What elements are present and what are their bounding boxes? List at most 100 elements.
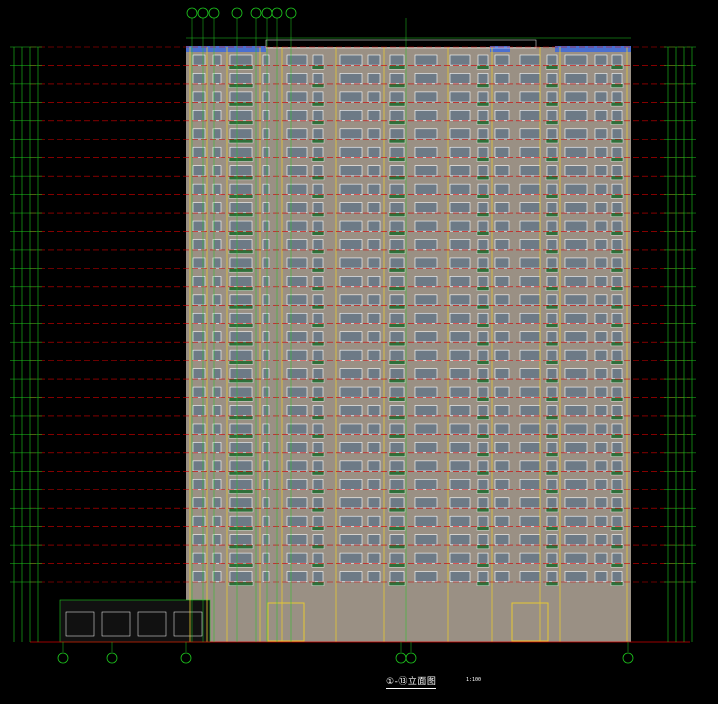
window xyxy=(611,128,623,140)
window xyxy=(262,183,270,195)
window xyxy=(519,405,541,416)
window xyxy=(546,515,558,527)
balcony-rail xyxy=(476,563,490,568)
window xyxy=(611,73,623,84)
window xyxy=(564,368,588,380)
window xyxy=(477,368,489,380)
window xyxy=(212,312,222,324)
balcony-rail xyxy=(388,194,406,199)
window xyxy=(212,460,222,472)
window xyxy=(611,239,623,250)
window xyxy=(564,276,588,287)
window xyxy=(564,312,588,324)
window xyxy=(286,479,308,490)
entrance-left xyxy=(267,602,305,642)
window xyxy=(262,202,270,214)
balcony-rail xyxy=(228,581,254,586)
balcony-rail xyxy=(311,563,325,568)
window xyxy=(389,349,405,361)
window xyxy=(192,220,206,232)
window xyxy=(546,386,558,398)
balcony-rail xyxy=(610,194,624,199)
window xyxy=(367,386,381,398)
window xyxy=(339,460,363,472)
window xyxy=(546,534,558,546)
balcony-rail xyxy=(610,360,624,365)
balcony-rail xyxy=(610,489,624,494)
balcony-rail xyxy=(610,101,624,107)
balcony-rail xyxy=(545,397,559,402)
window xyxy=(564,515,588,527)
window xyxy=(312,442,324,453)
window xyxy=(286,202,308,214)
window xyxy=(192,165,206,177)
roof-parapet-right xyxy=(555,46,631,52)
window xyxy=(212,54,222,66)
window xyxy=(339,146,363,158)
window xyxy=(312,110,324,121)
window xyxy=(229,91,253,103)
balcony-rail xyxy=(228,470,254,476)
window xyxy=(564,257,588,269)
axis-bubble-bottom xyxy=(405,652,417,664)
window xyxy=(611,276,623,287)
balcony-rail xyxy=(545,120,559,125)
window xyxy=(212,405,222,416)
window xyxy=(312,220,324,232)
window xyxy=(494,110,510,121)
podium-window xyxy=(101,611,131,637)
window xyxy=(494,349,510,361)
window xyxy=(546,497,558,509)
window xyxy=(312,386,324,398)
window xyxy=(519,497,541,509)
window xyxy=(212,239,222,250)
balcony-rail xyxy=(228,120,254,125)
balcony-rail xyxy=(388,526,406,531)
window xyxy=(611,479,623,490)
axis-bubble-bottom xyxy=(395,652,407,664)
window xyxy=(262,312,270,324)
window xyxy=(212,479,222,490)
window xyxy=(477,423,489,435)
window xyxy=(229,479,253,490)
window xyxy=(286,460,308,472)
window xyxy=(494,165,510,177)
balcony-rail xyxy=(228,489,254,494)
window xyxy=(519,386,541,398)
balcony-rail xyxy=(311,249,325,254)
window xyxy=(494,54,510,66)
window xyxy=(262,73,270,84)
balcony-rail xyxy=(228,452,254,457)
balcony-rail xyxy=(476,194,490,199)
window xyxy=(286,239,308,250)
balcony-rail xyxy=(388,433,406,439)
balcony-rail xyxy=(388,230,406,236)
window xyxy=(389,331,405,343)
window xyxy=(611,349,623,361)
window xyxy=(564,91,588,103)
balcony-rail xyxy=(476,120,490,125)
window xyxy=(286,349,308,361)
balcony-rail xyxy=(545,64,559,70)
window xyxy=(212,220,222,232)
window xyxy=(262,165,270,177)
balcony-rail xyxy=(228,526,254,531)
window xyxy=(477,534,489,546)
window xyxy=(477,91,489,103)
window xyxy=(494,442,510,453)
window xyxy=(564,239,588,250)
window xyxy=(262,110,270,121)
balcony-rail xyxy=(545,470,559,476)
window xyxy=(367,571,381,582)
balcony-rail xyxy=(311,323,325,328)
window xyxy=(519,349,541,361)
window xyxy=(339,331,363,343)
window xyxy=(594,110,608,121)
window xyxy=(312,552,324,564)
window xyxy=(477,110,489,121)
window xyxy=(519,460,541,472)
window xyxy=(564,497,588,509)
balcony-rail xyxy=(610,563,624,568)
window xyxy=(519,276,541,287)
window xyxy=(449,183,471,195)
